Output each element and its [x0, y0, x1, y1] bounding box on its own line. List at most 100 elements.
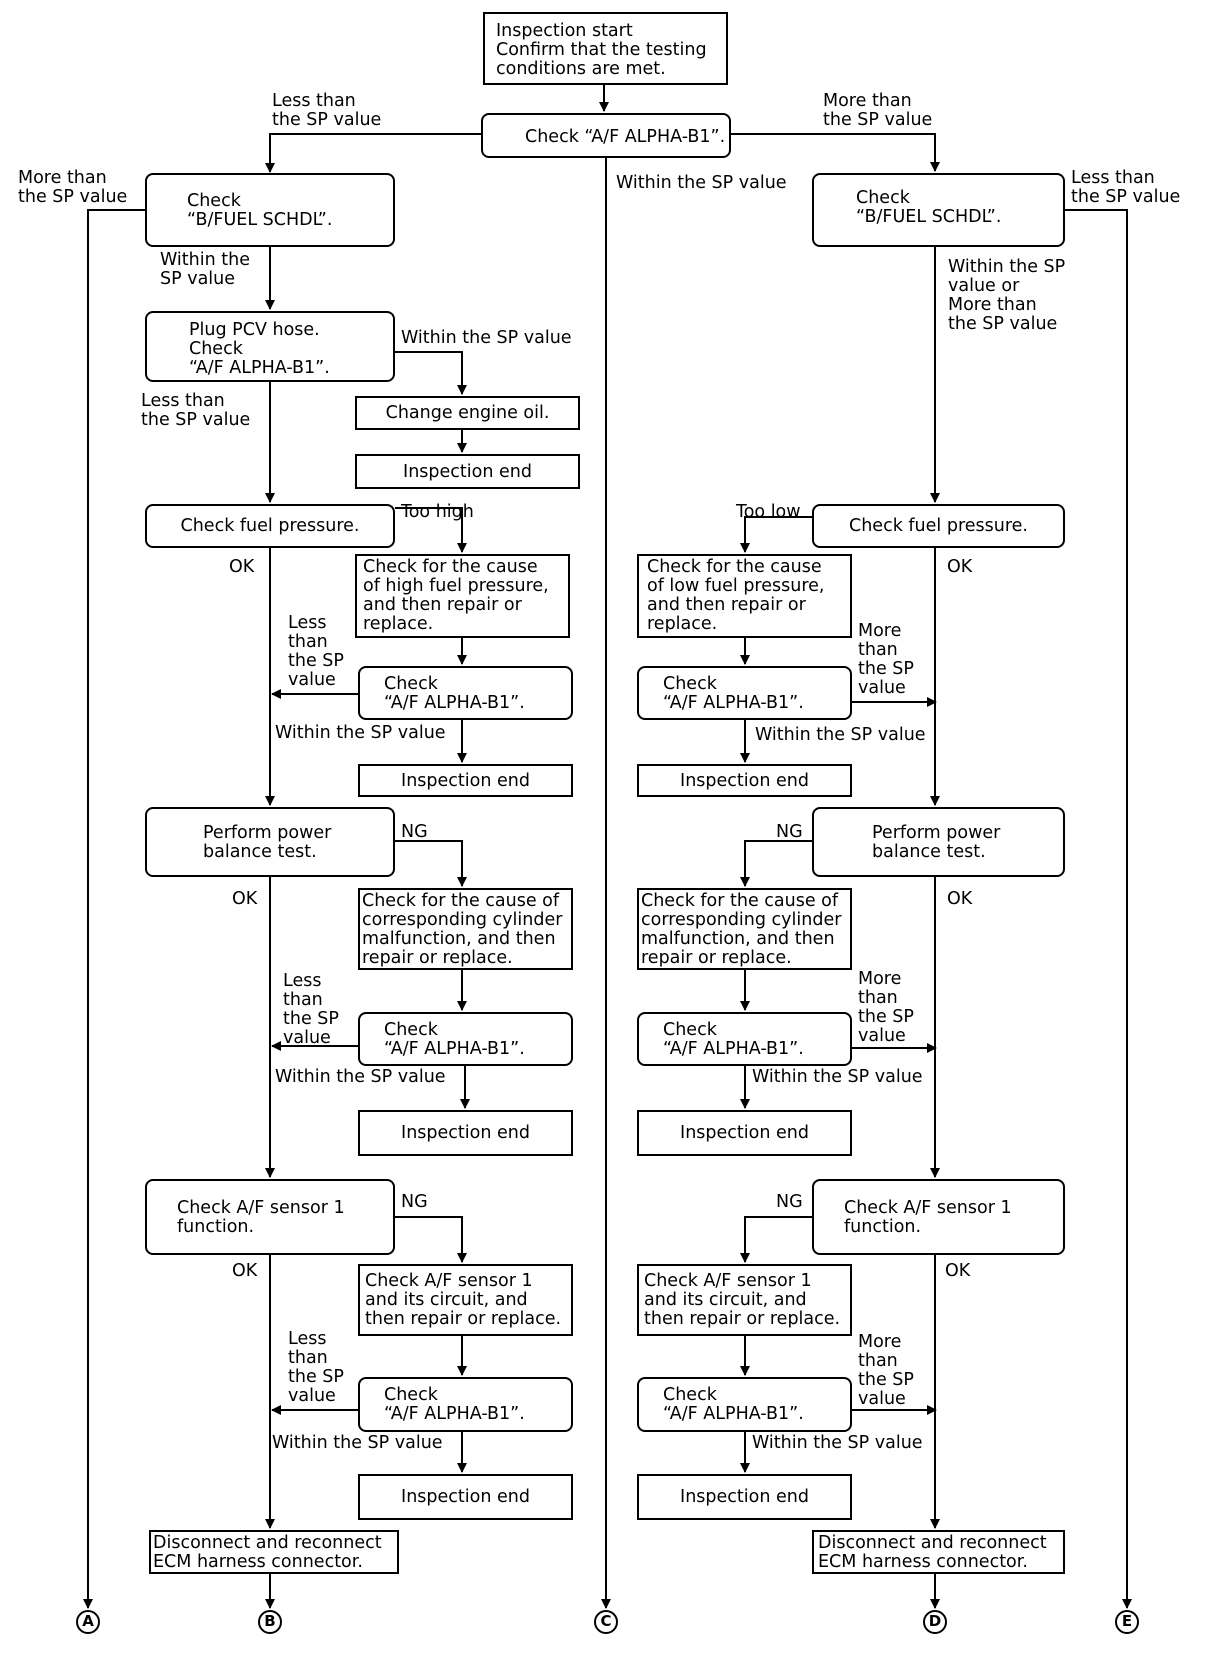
label-within-sp-right-3: Within the SP value [752, 1433, 923, 1453]
connector-e: E [1115, 1610, 1139, 1634]
check-af-text: Check “A/F ALPHA-B1”. [525, 127, 726, 147]
check-sensor-right-box: Check A/F sensor 1 function. [812, 1179, 1065, 1255]
check-af-right-1-box: Check “A/F ALPHA-B1”. [637, 666, 852, 720]
check-af-left-2-text: Check “A/F ALPHA-B1”. [384, 1020, 525, 1059]
arrowhead-check1r [927, 697, 937, 707]
power-balance-left-box: Perform power balance test. [145, 807, 395, 877]
arrowhead-check2r [927, 1043, 937, 1053]
check-bfuel-left-text: Check “B/FUEL SCHDL”. [187, 191, 333, 230]
inspection-end-right-4-text: Inspection end [680, 1487, 809, 1507]
label-ng-sensor-right: NG [776, 1192, 803, 1212]
label-more-stack-3: More than the SP value [858, 1332, 914, 1409]
sensor-circuit-left-text: Check A/F sensor 1 and its circuit, and … [365, 1271, 562, 1329]
label-ng-sensor-left: NG [401, 1192, 428, 1212]
check-af-left-1-text: Check “A/F ALPHA-B1”. [384, 674, 525, 713]
check-bfuel-right-box: Check “B/FUEL SCHDL”. [812, 173, 1065, 247]
label-within-or-more: Within the SP value or More than the SP … [948, 257, 1066, 334]
label-more-sp-top: More than the SP value [823, 91, 933, 130]
label-more-stack-1: More than the SP value [858, 621, 914, 698]
cause-cylinder-left-box: Check for the cause of corresponding cyl… [358, 888, 573, 970]
check-fuel-right-text: Check fuel pressure. [849, 516, 1028, 536]
inspection-end-left-2-box: Inspection end [358, 764, 573, 797]
cause-high-fuel-box: Check for the cause of high fuel pressur… [355, 554, 570, 638]
power-balance-left-text: Perform power balance test. [203, 823, 332, 862]
arrow-check-right [731, 133, 940, 172]
inspection-end-right-2-text: Inspection end [680, 771, 809, 791]
label-less-stack-3: Less than the SP value [288, 1329, 344, 1406]
connector-c: C [594, 1610, 618, 1634]
arrow-to-A [83, 209, 145, 1609]
check-fuel-right-box: Check fuel pressure. [812, 504, 1065, 548]
check-af-left-2-box: Check “A/F ALPHA-B1”. [358, 1012, 573, 1066]
label-within-sp-left-1: Within the SP value [275, 723, 446, 743]
check-af-right-3-text: Check “A/F ALPHA-B1”. [663, 1385, 804, 1424]
connector-d: D [923, 1610, 947, 1634]
label-less-sp-top: Less than the SP value [272, 91, 382, 130]
check-af-left-1-box: Check “A/F ALPHA-B1”. [358, 666, 573, 720]
label-within-sp-right-2: Within the SP value [752, 1067, 923, 1087]
label-ok-sensor-left: OK [232, 1261, 258, 1281]
check-af-right-3-box: Check “A/F ALPHA-B1”. [637, 1377, 852, 1432]
check-sensor-right-text: Check A/F sensor 1 function. [844, 1198, 1012, 1237]
arrow-power-right [395, 840, 467, 887]
power-balance-right-box: Perform power balance test. [812, 807, 1065, 877]
check-af-box: Check “A/F ALPHA-B1”. [481, 113, 731, 158]
check-fuel-left-box: Check fuel pressure. [145, 504, 395, 548]
label-ok-fuel-right: OK [947, 557, 973, 577]
cause-low-fuel-box: Check for the cause of low fuel pressure… [637, 554, 852, 638]
label-ng-power-left: NG [401, 822, 428, 842]
arrow-pcv-right [395, 351, 467, 395]
inspection-end-right-3-text: Inspection end [680, 1123, 809, 1143]
inspection-end-right-4-box: Inspection end [637, 1474, 852, 1520]
check-af-right-2-box: Check “A/F ALPHA-B1”. [637, 1012, 852, 1066]
inspection-end-right-3-box: Inspection end [637, 1110, 852, 1156]
label-ng-power-right: NG [776, 822, 803, 842]
label-ok-power-right: OK [947, 889, 973, 909]
label-less-sp-pcv: Less than the SP value [141, 391, 251, 430]
plug-pcv-text: Plug PCV hose. Check “A/F ALPHA-B1”. [189, 320, 330, 378]
change-oil-box: Change engine oil. [355, 396, 580, 430]
label-too-high: Too high [401, 502, 474, 522]
arrow-fuel-r-left [740, 516, 812, 553]
power-balance-right-text: Perform power balance test. [872, 823, 1001, 862]
disconnect-ecm-right-text: Disconnect and reconnect ECM harness con… [818, 1533, 1047, 1572]
inspection-end-left-1-box: Inspection end [355, 454, 580, 489]
sensor-circuit-right-box: Check A/F sensor 1 and its circuit, and … [637, 1264, 852, 1336]
sensor-circuit-left-box: Check A/F sensor 1 and its circuit, and … [358, 1264, 573, 1336]
label-within-sp-left-2: Within the SP value [275, 1067, 446, 1087]
check-sensor-left-text: Check A/F sensor 1 function. [177, 1198, 345, 1237]
inspection-end-left-3-text: Inspection end [401, 1123, 530, 1143]
check-bfuel-right-text: Check “B/FUEL SCHDL”. [856, 188, 1002, 227]
arrow-to-E [1065, 209, 1132, 1609]
check-af-left-3-box: Check “A/F ALPHA-B1”. [358, 1377, 573, 1432]
connector-a: A [76, 1610, 100, 1634]
label-ok-fuel-left: OK [229, 557, 255, 577]
check-fuel-left-text: Check fuel pressure. [180, 516, 360, 536]
inspection-end-left-3-box: Inspection end [358, 1110, 573, 1156]
label-too-low: Too low [736, 502, 801, 522]
cause-cylinder-left-text: Check for the cause of corresponding cyl… [362, 891, 563, 968]
label-less-stack-1: Less than the SP value [288, 613, 344, 690]
arrowhead-check3r [927, 1405, 937, 1415]
label-ok-power-left: OK [232, 889, 258, 909]
arrow-sensor-right [395, 1216, 467, 1263]
check-sensor-left-box: Check A/F sensor 1 function. [145, 1179, 395, 1255]
label-within-sp-right-1: Within the SP value [755, 725, 926, 745]
start-box: Inspection start Confirm that the testin… [483, 12, 728, 85]
check-bfuel-left-box: Check “B/FUEL SCHDL”. [145, 173, 395, 247]
sensor-circuit-right-text: Check A/F sensor 1 and its circuit, and … [644, 1271, 841, 1329]
label-within-sp-bfuel-left: Within the SP value [160, 250, 250, 289]
inspection-end-right-2-box: Inspection end [637, 764, 852, 797]
arrow-fuel-right [395, 507, 467, 553]
label-more-stack-2: More than the SP value [858, 969, 914, 1046]
connector-b: B [258, 1610, 282, 1634]
arrow-check-left [265, 133, 481, 173]
cause-cylinder-right-box: Check for the cause of corresponding cyl… [637, 888, 852, 970]
label-within-sp-pcv: Within the SP value [401, 328, 572, 348]
inspection-end-left-4-text: Inspection end [401, 1487, 530, 1507]
label-within-sp-center: Within the SP value [616, 173, 787, 193]
arrow-sensor-r-left [740, 1216, 812, 1263]
label-less-sp-right: Less than the SP value [1071, 168, 1181, 207]
change-oil-text: Change engine oil. [385, 403, 550, 423]
